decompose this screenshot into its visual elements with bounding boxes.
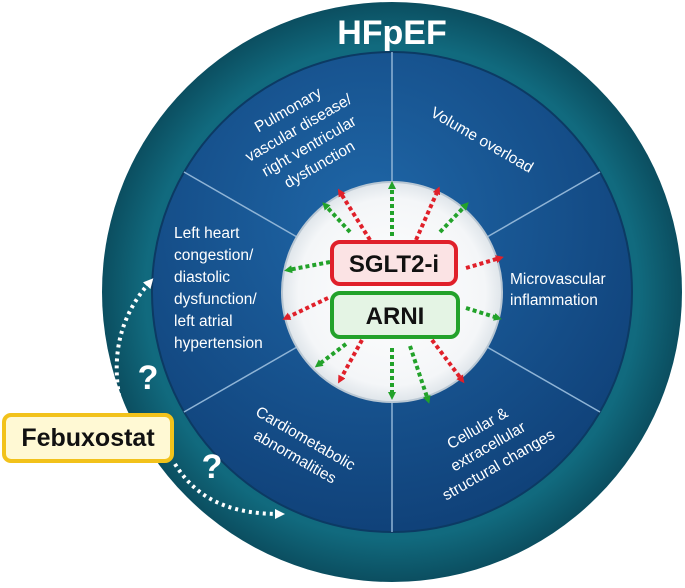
arni-arrows — [284, 181, 502, 404]
segment-left-heart-line-1: Left heart — [174, 225, 240, 242]
sglt2-label: SGLT2-i — [349, 251, 439, 278]
segment-microvascular-line-1: Microvascular — [510, 271, 606, 288]
arni-arrow-volume — [438, 202, 469, 234]
sglt2-arrow-cardiometabolic — [338, 339, 364, 384]
febuxostat-arrow-cardiometabolic — [173, 462, 285, 519]
sglt2-arrow-left-heart — [282, 296, 329, 320]
arni-arrow-cellular — [408, 345, 431, 404]
sglt2-arrow-volume — [414, 186, 441, 241]
segment-microvascular-line-2: inflammation — [510, 292, 598, 309]
sglt2-arrow-cellular — [430, 338, 465, 384]
arni-arrow-pulmonary — [322, 202, 352, 234]
segment-dividers — [183, 52, 601, 532]
segment-left-heart: Left heart congestion/ diastolic dysfunc… — [174, 225, 263, 352]
segment-microvascular: Microvascular inflammation — [510, 271, 606, 309]
segment-left-heart-line-3: diastolic — [174, 269, 230, 286]
segment-left-heart-line-2: congestion/ — [174, 247, 254, 264]
febuxostat-arrow-left-heart — [114, 278, 154, 411]
sglt2-arrow-microvascular — [465, 255, 504, 270]
sglt2-arrows — [282, 186, 504, 384]
febuxostat-label: Febuxostat — [21, 423, 155, 452]
diagram-title: HFpEF — [337, 14, 447, 52]
febuxostat-box: Febuxostat — [2, 413, 174, 463]
arni-label: ARNI — [366, 303, 425, 330]
question-mark-upper: ? — [138, 359, 159, 397]
segment-left-heart-line-5: left atrial — [174, 313, 233, 330]
arni-arrow-microvascular — [465, 306, 502, 321]
arni-arrow-cardiometabolic — [314, 342, 348, 368]
sglt2-arrow-pulmonary — [337, 188, 372, 242]
sglt2-box: SGLT2-i — [330, 240, 458, 286]
arni-arrow-left-heart — [284, 260, 331, 274]
question-mark-lower: ? — [202, 448, 223, 486]
arni-box: ARNI — [330, 291, 460, 339]
febuxostat-arrows — [114, 278, 285, 519]
segment-left-heart-line-4: dysfunction/ — [174, 291, 257, 308]
segment-left-heart-line-6: hypertension — [174, 335, 263, 352]
